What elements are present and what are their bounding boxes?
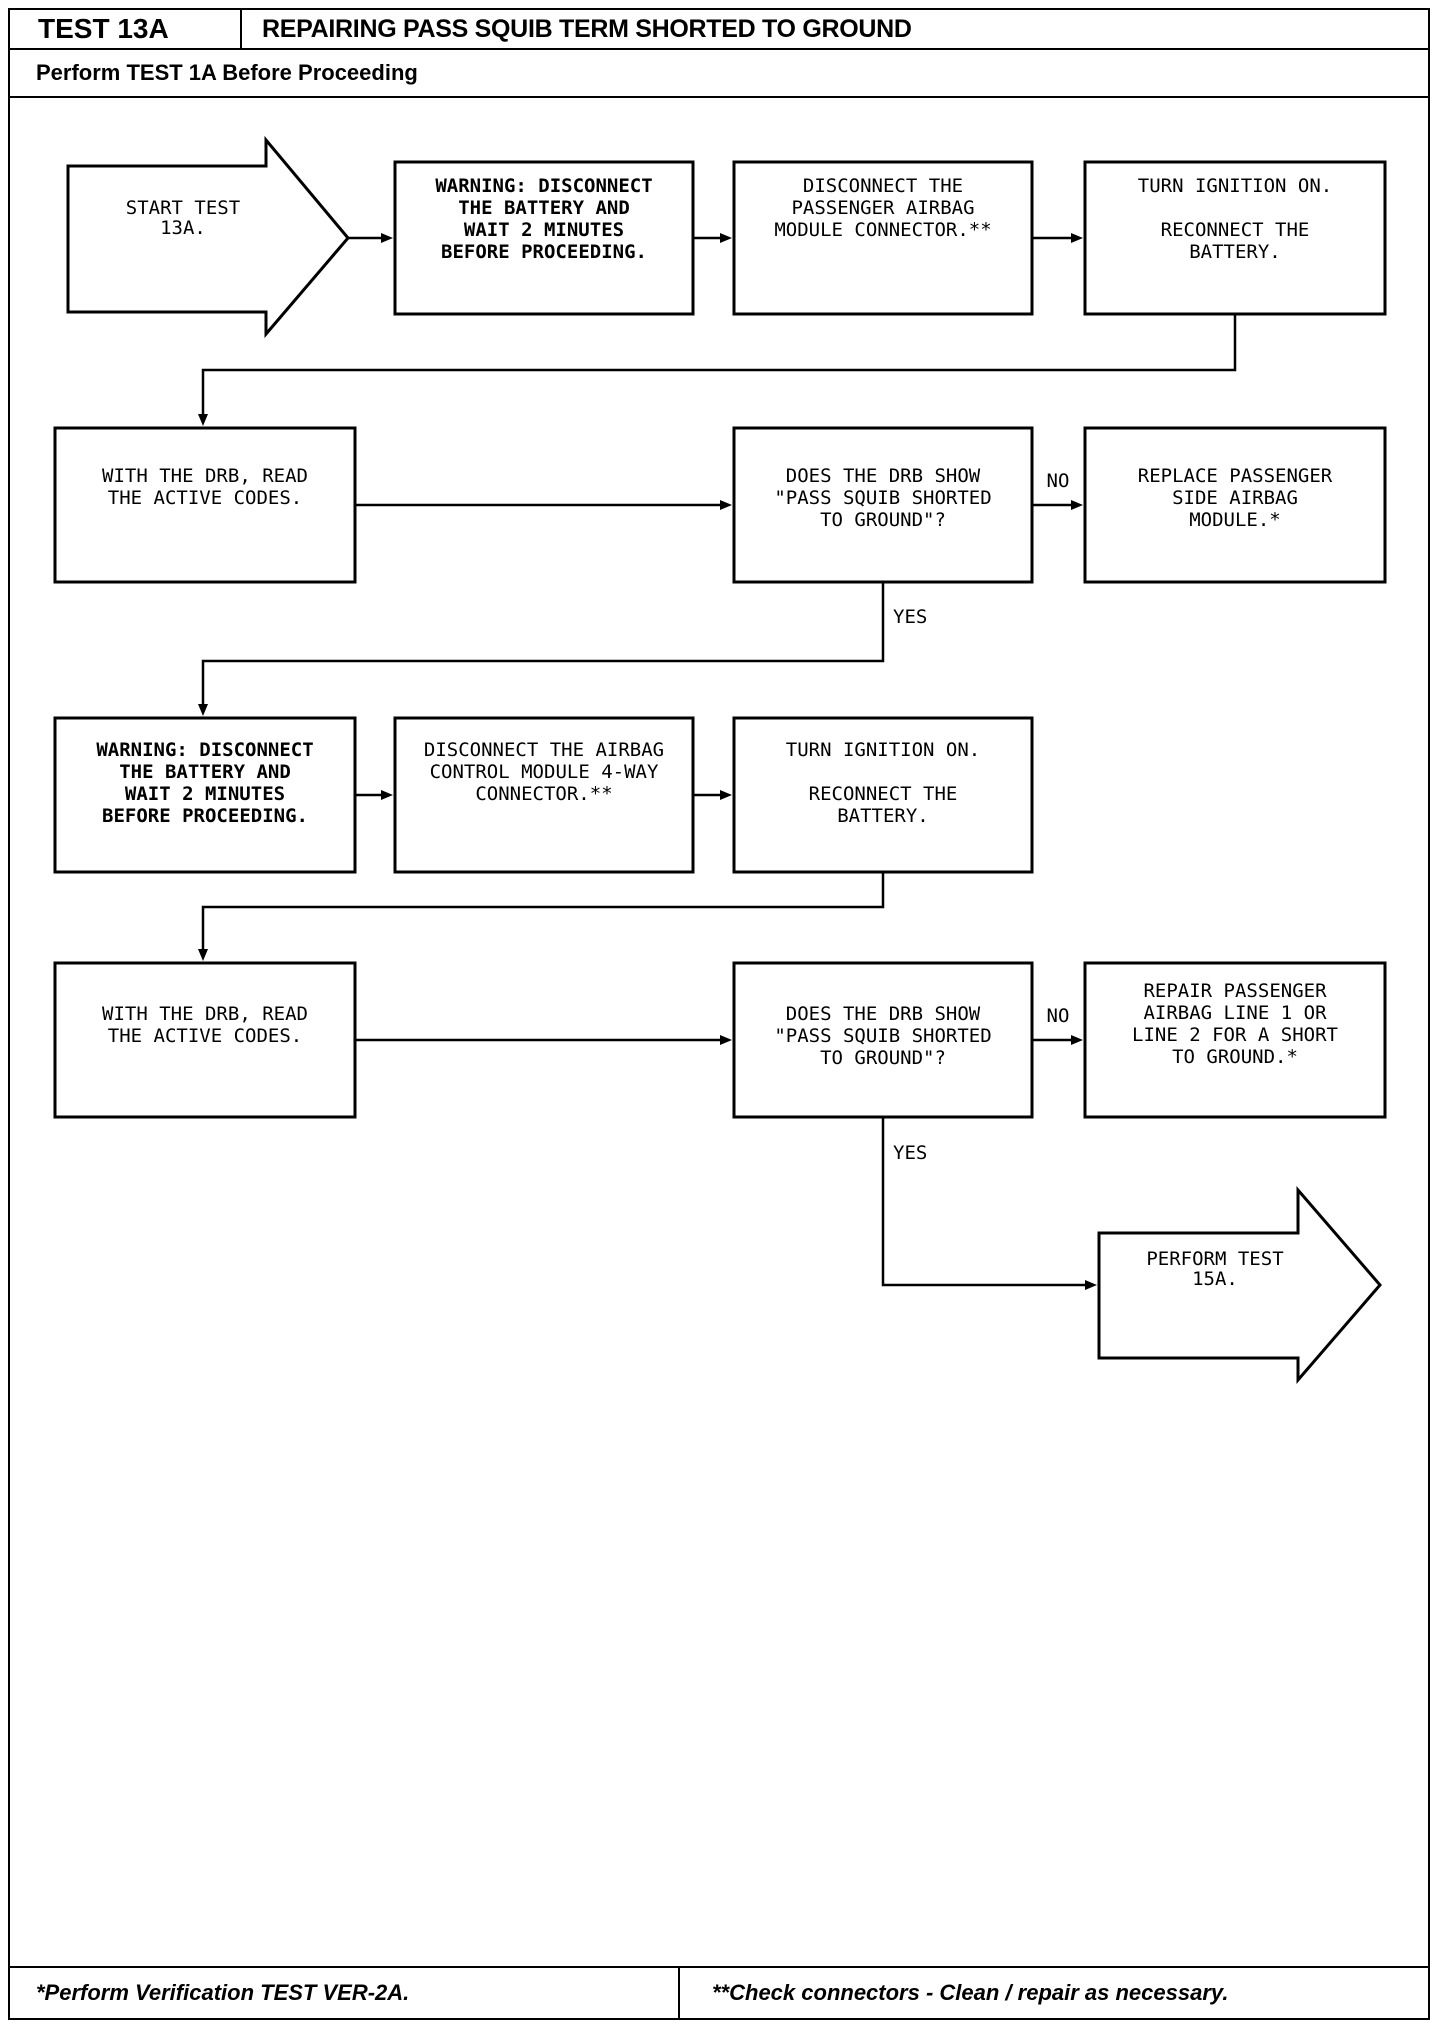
arrowhead [381, 790, 393, 800]
text-line: AIRBAG LINE 1 OR [1143, 1002, 1327, 1024]
disconnect-acm-box [393, 716, 695, 874]
text-line: RECONNECT THE [809, 783, 958, 805]
text-line: THE ACTIVE CODES. [108, 487, 302, 509]
text-line: CONNECTOR.** [475, 783, 612, 805]
text-line: CONTROL MODULE 4-WAY [430, 761, 659, 783]
repair-line-box [1083, 961, 1387, 1119]
text-line: TURN IGNITION ON. [1138, 175, 1332, 197]
decision-box-2 [732, 961, 1034, 1119]
yes-label-2: YES [893, 1142, 927, 1164]
text-line: THE BATTERY AND [458, 197, 630, 219]
text-line: MODULE.* [1189, 509, 1281, 531]
connector-ignition-to-read-codes [201, 314, 1237, 416]
no-label-1: NO [1047, 470, 1070, 492]
connector-ignition-2-to-read-codes [201, 872, 885, 951]
text-line: DOES THE DRB SHOW [786, 465, 981, 487]
connector-lines [198, 233, 1237, 1290]
text-line: DOES THE DRB SHOW [786, 1003, 981, 1025]
arrowhead [720, 233, 732, 243]
arrowhead [720, 500, 732, 510]
footnote-verification: *Perform Verification TEST VER-2A. [10, 1968, 680, 2018]
ignition-reconnect-box-2 [732, 716, 1034, 874]
arrowhead [1071, 1035, 1083, 1045]
text-line: BEFORE PROCEEDING. [102, 805, 308, 827]
arrowhead [198, 949, 208, 961]
text-line: WITH THE DRB, READ [102, 1003, 308, 1025]
text-line: TO GROUND.* [1172, 1046, 1298, 1068]
connector-decision-1-yes [201, 582, 885, 706]
text-line: 15A. [1192, 1268, 1238, 1290]
page-footer: *Perform Verification TEST VER-2A. **Che… [10, 1966, 1428, 2018]
text-line: DISCONNECT THE [803, 175, 963, 197]
replace-module-box [1083, 426, 1387, 584]
text-line: "PASS SQUIB SHORTED [774, 487, 991, 509]
text-line: TO GROUND"? [820, 509, 946, 531]
text-line: MODULE CONNECTOR.** [774, 219, 991, 241]
text-line: WARNING: DISCONNECT [96, 739, 313, 761]
text-line: THE ACTIVE CODES. [108, 1025, 302, 1047]
text-line: WITH THE DRB, READ [102, 465, 308, 487]
text-line: LINE 2 FOR A SHORT [1132, 1024, 1338, 1046]
perform-test-15a-arrow [1097, 1185, 1382, 1385]
text-line: PASSENGER AIRBAG [791, 197, 974, 219]
decision-box-1 [732, 426, 1034, 584]
text-line: PERFORM TEST [1146, 1248, 1283, 1270]
text-line: TO GROUND"? [820, 1047, 946, 1069]
no-label-2: NO [1047, 1005, 1070, 1027]
test-number: TEST 13A [10, 10, 242, 48]
arrowhead [720, 790, 732, 800]
disconnect-passenger-box [732, 160, 1034, 316]
text-line: DISCONNECT THE AIRBAG [424, 739, 664, 761]
text-line: TURN IGNITION ON. [786, 739, 980, 761]
text-line: REPLACE PASSENGER [1138, 465, 1333, 487]
arrowhead [1071, 500, 1083, 510]
text-line: RECONNECT THE [1161, 219, 1310, 241]
page-title: REPAIRING PASS SQUIB TERM SHORTED TO GRO… [262, 15, 912, 43]
arrowhead [198, 414, 208, 426]
text-line: WAIT 2 MINUTES [464, 219, 624, 241]
arrowhead [198, 704, 208, 716]
text-line: SIDE AIRBAG [1172, 487, 1298, 509]
arrowhead [1071, 233, 1083, 243]
arrowhead [720, 1035, 732, 1045]
text-line: BATTERY. [837, 805, 929, 827]
prerequisite-note: Perform TEST 1A Before Proceeding [10, 50, 1428, 98]
text-line: START TEST [126, 197, 240, 219]
warning-box-1 [393, 160, 695, 316]
yes-label-1: YES [893, 606, 927, 628]
connector-decision-2-yes [881, 1117, 1087, 1287]
footnote-connectors: **Check connectors - Clean / repair as n… [712, 1980, 1229, 2005]
text-line: THE BATTERY AND [119, 761, 291, 783]
text-line: BEFORE PROCEEDING. [441, 241, 647, 263]
ignition-reconnect-box-1 [1083, 160, 1387, 316]
arrowhead [1085, 1280, 1097, 1290]
start-test-arrow [66, 135, 350, 339]
text-line: 13A. [160, 217, 206, 239]
text-line: WAIT 2 MINUTES [125, 783, 285, 805]
arrowhead [381, 233, 393, 243]
text-line: "PASS SQUIB SHORTED [774, 1025, 991, 1047]
text-line: WARNING: DISCONNECT [435, 175, 652, 197]
page-header: TEST 13A REPAIRING PASS SQUIB TERM SHORT… [10, 10, 1428, 50]
warning-box-2 [53, 716, 357, 874]
text-line: BATTERY. [1189, 241, 1281, 263]
text-line: REPAIR PASSENGER [1143, 980, 1327, 1002]
